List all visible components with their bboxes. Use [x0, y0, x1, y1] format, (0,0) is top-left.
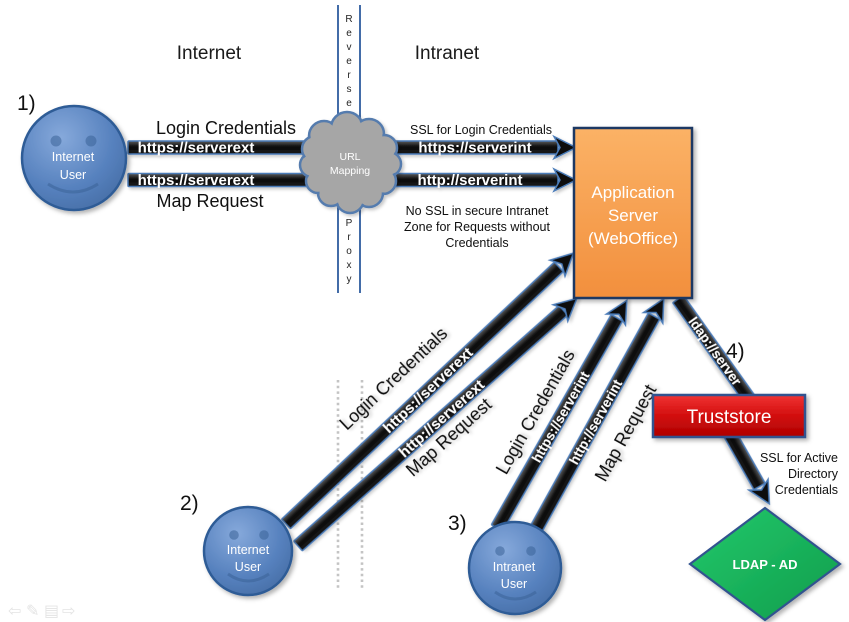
marker-3: 3) — [448, 512, 467, 535]
nossl-line2: Zone for Requests without — [404, 220, 550, 234]
flow4-note: SSL for Active Directory Credentials — [760, 451, 839, 497]
slideshow-toolbar: ⇦ ✎ ▤ ⇨ — [8, 603, 75, 620]
user3-smile — [494, 590, 537, 601]
flow1-below-label: Map Request — [156, 191, 263, 211]
user2-label-line2: User — [235, 560, 261, 574]
zone-label-internet: Internet — [177, 43, 242, 64]
marker-4: 4) — [726, 340, 745, 363]
flow1-bar1-right-label: https://serverint — [418, 140, 531, 157]
user2-eye-left — [229, 530, 239, 540]
truststore-node: Truststore — [651, 393, 807, 439]
url-mapping-cloud: URL Mapping — [298, 110, 403, 215]
user3-eye-right — [526, 546, 536, 556]
ldap-ad-label: LDAP - AD — [733, 557, 798, 572]
flow4-note-line1: SSL for Active — [760, 451, 838, 465]
truststore-label: Truststore — [687, 407, 772, 428]
nossl-line1: No SSL in secure Intranet — [406, 204, 549, 218]
user3-node: Intranet User — [467, 520, 563, 616]
user3-label-line1: Intranet — [493, 560, 536, 574]
nossl-line3: Credentials — [445, 236, 508, 250]
flow2-arrow-login: https://serverext Login Credentials — [281, 251, 575, 530]
marker-1: 1) — [17, 92, 36, 115]
flow1-ssl-note: SSL for Login Credentials — [410, 123, 552, 137]
app-server-line3: (WebOffice) — [588, 229, 678, 248]
cloud-label-line1: URL — [339, 151, 360, 163]
flow1-above-label: Login Credentials — [156, 118, 296, 138]
marker-2: 2) — [180, 492, 199, 515]
flow4-note-line3: Credentials — [775, 483, 838, 497]
flow1-bar2-right-label: http://serverint — [417, 172, 522, 189]
user2-node: Internet User — [202, 505, 294, 597]
flow1-arrow-login: https://serverext https://serverint — [127, 134, 578, 161]
flow4-arrow-lower — [720, 425, 771, 506]
forward-arrow-icon[interactable]: ⇨ — [62, 603, 75, 620]
user1-smile — [47, 182, 99, 194]
user1-eye-left — [50, 135, 62, 147]
flow1-bar2-left-label: https://serverext — [138, 172, 255, 189]
zone-label-intranet: Intranet — [415, 43, 480, 64]
flow1-bar1-left-label: https://serverext — [138, 140, 255, 157]
flow1-nossl-note: No SSL in secure Intranet Zone for Reque… — [404, 204, 550, 250]
user2-eye-right — [259, 530, 269, 540]
user1-label-line1: Internet — [52, 150, 95, 164]
application-server-node: Application Server (WebOffice) — [572, 126, 694, 300]
ldap-ad-node: LDAP - AD — [688, 506, 842, 622]
notes-icon[interactable]: ▤ — [44, 603, 59, 620]
user3-label-line2: User — [501, 577, 527, 591]
back-arrow-icon[interactable]: ⇦ — [8, 603, 21, 620]
user1-node: Internet User — [20, 104, 128, 212]
user2-smile — [227, 572, 270, 583]
pen-icon[interactable]: ✎ — [26, 603, 39, 620]
user3-eye-left — [495, 546, 505, 556]
flow4-note-line2: Directory — [788, 467, 839, 481]
cloud-label-line2: Mapping — [330, 165, 370, 177]
user2-label-line1: Internet — [227, 543, 270, 557]
app-server-line1: Application — [591, 183, 674, 202]
app-server-line2: Server — [608, 206, 658, 225]
user1-label-line2: User — [60, 168, 86, 182]
user1-eye-right — [85, 135, 97, 147]
